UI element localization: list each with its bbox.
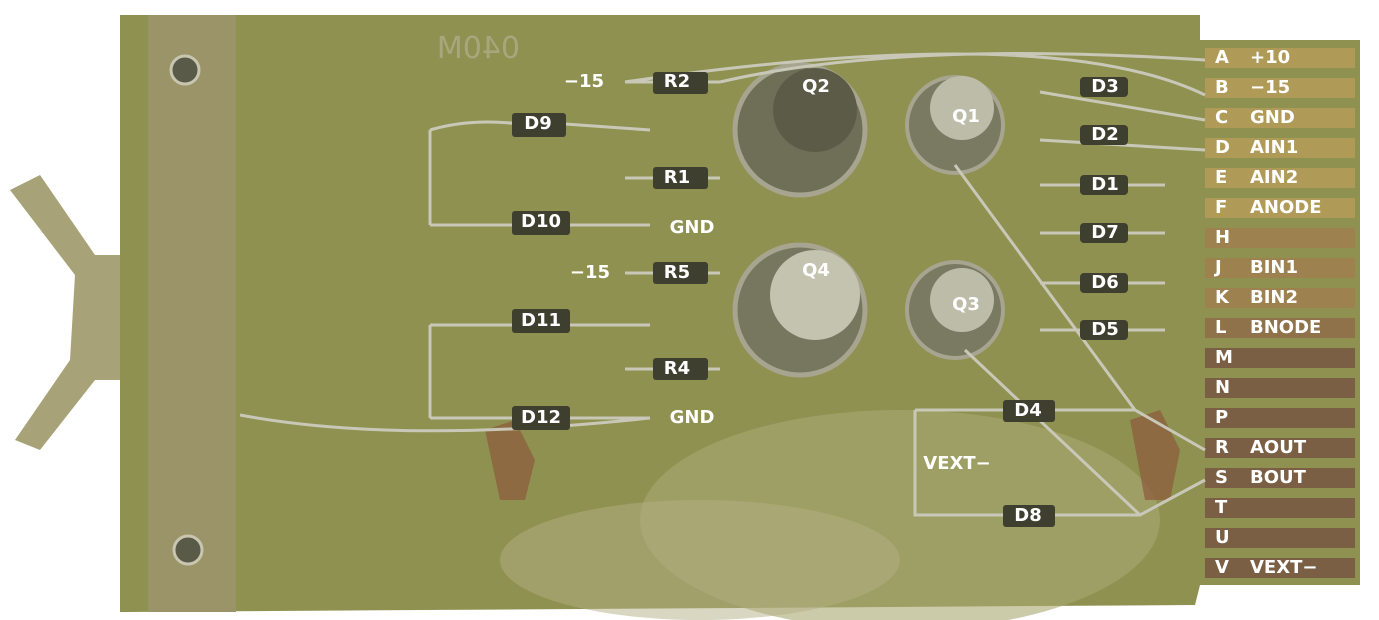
resistor-r4: R4 bbox=[663, 358, 691, 379]
connector-signal-k: BIN2 bbox=[1250, 287, 1299, 308]
connector-pin-j: J bbox=[1215, 257, 1222, 278]
label-minus15-r2: −15 bbox=[563, 71, 605, 92]
transistor-q3: Q3 bbox=[952, 294, 980, 315]
connector-pin-r: R bbox=[1215, 437, 1229, 458]
transistor-q4: Q4 bbox=[802, 260, 830, 281]
connector-signal-j: BIN1 bbox=[1250, 257, 1299, 278]
resistor-r1: R1 bbox=[663, 167, 691, 188]
connector-pin-k: K bbox=[1215, 287, 1229, 308]
label-gnd-lower: GND bbox=[669, 407, 715, 428]
connector-pin-h: H bbox=[1215, 227, 1231, 248]
diode-d11: D11 bbox=[521, 310, 561, 331]
mounting-bracket bbox=[148, 15, 236, 612]
diode-d1: D1 bbox=[1091, 174, 1119, 195]
red-marking bbox=[485, 420, 535, 500]
connector-pin-f: F bbox=[1215, 197, 1228, 218]
connector-signal-d: AIN1 bbox=[1250, 137, 1299, 158]
diode-d2: D2 bbox=[1091, 124, 1119, 145]
connector-signal-a: +10 bbox=[1250, 47, 1291, 68]
connector-pin-a: A bbox=[1215, 47, 1229, 68]
label-gnd-upper: GND bbox=[669, 217, 715, 238]
edge-connector-fingers bbox=[1205, 48, 1355, 578]
red-marking bbox=[1130, 410, 1180, 500]
connector-pin-s: S bbox=[1215, 467, 1228, 488]
diode-d7: D7 bbox=[1091, 222, 1119, 243]
connector-pin-u: U bbox=[1215, 527, 1230, 548]
diode-d9: D9 bbox=[524, 113, 552, 134]
screw-top bbox=[169, 54, 201, 86]
transistor-cans bbox=[732, 62, 1005, 378]
board-marking: 040M bbox=[437, 31, 520, 66]
transistor-q2: Q2 bbox=[802, 76, 830, 97]
connector-pin-p: P bbox=[1215, 407, 1229, 428]
diode-d4: D4 bbox=[1014, 400, 1042, 421]
ejector-handle bbox=[10, 175, 150, 450]
component-bodies bbox=[512, 72, 1128, 527]
diode-d12: D12 bbox=[521, 407, 561, 428]
connector-pin-d: D bbox=[1215, 137, 1230, 158]
label-minus15-r5: −15 bbox=[569, 262, 611, 283]
resistor-r2: R2 bbox=[663, 71, 691, 92]
connector-signal-v: VEXT− bbox=[1250, 557, 1318, 578]
connector-signal-f: ANODE bbox=[1250, 197, 1322, 218]
connector-pin-e: E bbox=[1215, 167, 1228, 188]
diode-d3: D3 bbox=[1091, 76, 1119, 97]
connector-signal-r: AOUT bbox=[1250, 437, 1307, 458]
connector-pin-m: M bbox=[1215, 347, 1233, 368]
connector-pin-c: C bbox=[1215, 107, 1229, 128]
screw-bottom bbox=[172, 534, 204, 566]
connector-signal-l: BNODE bbox=[1250, 317, 1322, 338]
resistor-r5: R5 bbox=[663, 262, 691, 283]
connector-pin-n: N bbox=[1215, 377, 1231, 398]
transistor-q1: Q1 bbox=[952, 106, 980, 127]
connector-signal-c: GND bbox=[1250, 107, 1295, 128]
connector-pin-b: B bbox=[1215, 77, 1229, 98]
diode-d10: D10 bbox=[521, 211, 561, 232]
diode-d6: D6 bbox=[1091, 272, 1119, 293]
diode-d5: D5 bbox=[1091, 319, 1119, 340]
connector-signal-s: BOUT bbox=[1250, 467, 1306, 488]
connector-pin-v: V bbox=[1215, 557, 1229, 578]
connector-signal-e: AIN2 bbox=[1250, 167, 1299, 188]
connector-pin-t: T bbox=[1215, 497, 1228, 518]
label-vext: VEXT− bbox=[923, 453, 991, 474]
connector-pin-l: L bbox=[1215, 317, 1227, 338]
connector-signal-b: −15 bbox=[1250, 77, 1291, 98]
diode-d8: D8 bbox=[1014, 505, 1042, 526]
board-highlight bbox=[500, 500, 900, 620]
